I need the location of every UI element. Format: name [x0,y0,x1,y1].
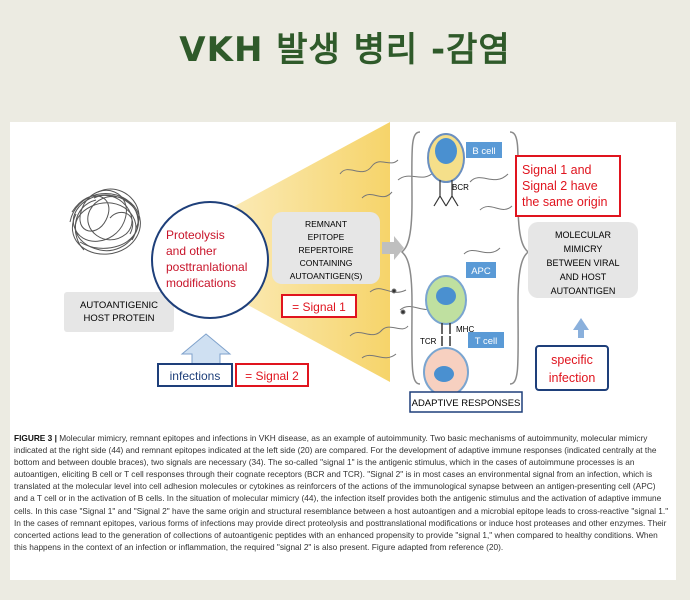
same-origin-box [515,155,621,217]
same-origin-line-3: the same origin [522,195,608,209]
figure-caption: FIGURE 3 | Molecular mimicry, remnant ep… [14,432,670,553]
mimicry-line-5: AUTOANTIGEN [551,286,616,296]
autoantigen-line-1: AUTOANTIGENIC [80,300,158,311]
proteolysis-line-2: and other [166,244,217,258]
proteolysis-line-3: posttranlational [166,260,247,274]
specific-infection-box [535,345,609,391]
apc-nucleus [436,287,456,305]
b-cell-label: B cell [472,146,495,157]
same-origin-line-1: Signal 1 and [522,163,592,177]
signal2-label: = Signal 2 [245,369,299,383]
specific-infection-line-1: specific [551,353,593,367]
t-cell-nucleus [434,366,454,382]
specific-infection-line-2: infection [549,371,596,385]
t-cell-label: T cell [475,336,498,347]
proteolysis-line-1: Proteolysis [166,228,225,242]
apc-tag [466,262,496,278]
adaptive-responses-label: ADAPTIVE RESPONSES [412,398,521,409]
figure-panel: AUTOANTIGENIC HOST PROTEIN Proteolysis a… [10,122,676,580]
bcr-receptor-icon [433,180,459,207]
signal2-box [235,363,309,387]
mhc-label: MHC [456,325,474,334]
same-origin-line-2: Signal 2 have [522,179,598,193]
slide-title: VKH 발생 병리 -감염 [179,30,511,70]
proteolysis-line-4: modifications [166,276,236,290]
mimicry-line-1: MOLECULAR [555,230,612,240]
tangled-protein-icon [69,188,141,255]
proteolysis-circle [151,201,269,319]
left-brace [400,131,421,385]
up-arrow-icon [180,333,232,369]
right-arrow-icon [382,236,404,260]
caption-text: Molecular mimicry, remnant epitopes and … [14,433,669,552]
autoantigen-line-2: HOST PROTEIN [83,313,154,324]
molecular-mimicry-box [528,222,638,298]
figure-diagram: AUTOANTIGENIC HOST PROTEIN Proteolysis a… [64,122,638,413]
mhc-icon [441,323,451,334]
remnant-line-1: REMNANT [305,219,347,229]
infections-label: infections [170,369,221,383]
tcr-label: TCR [420,337,437,346]
caption-label: FIGURE 3 | [14,433,57,443]
mimicry-line-2: MIMICRY [564,244,603,254]
remnant-epitope-box [272,212,380,284]
remnant-line-3: REPERTOIRE [299,245,354,255]
infections-box [157,363,233,387]
apc-label: APC [471,266,491,277]
t-cell-tag [468,332,504,348]
mimicry-line-3: BETWEEN VIRAL [546,258,619,268]
remnant-line-2: EPITOPE [308,232,345,242]
tcr-icon [441,336,451,346]
remnant-line-5: AUTOANTIGEN(S) [290,271,363,281]
remnant-line-4: CONTAINING [300,258,353,268]
adaptive-responses-box [409,391,523,413]
small-up-arrow-icon [573,318,589,338]
signal1-box [281,294,357,318]
signal1-label: = Signal 1 [292,300,346,314]
autoantigen-box [64,292,174,332]
bcr-label: BCR [452,183,469,192]
b-cell-tag [466,142,502,158]
b-cell-nucleus [435,138,457,164]
mimicry-line-4: AND HOST [560,272,607,282]
